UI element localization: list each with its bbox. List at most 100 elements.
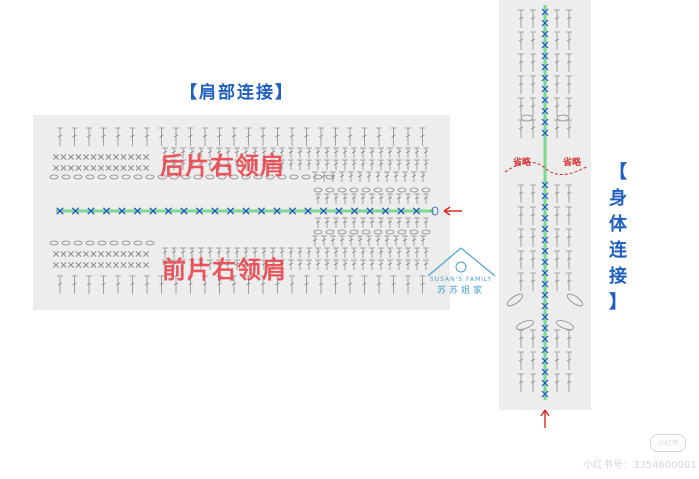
- tall-stitch-icon: [342, 193, 348, 204]
- x-stitch-icon: [83, 251, 89, 257]
- tall-stitch-icon: [375, 235, 381, 246]
- tall-stitch-icon: [312, 235, 318, 246]
- tall-stitch-icon: [243, 147, 249, 158]
- x-stitch-icon: [149, 207, 157, 215]
- x-stitch-icon: [541, 203, 549, 211]
- x-stitch-icon: [83, 165, 89, 171]
- tall-stitch-icon: [554, 119, 560, 138]
- tall-stitch-icon: [216, 247, 222, 258]
- tall-stitch-icon: [234, 159, 240, 170]
- tall-stitch-icon: [530, 228, 536, 247]
- tall-stitch-icon: [279, 147, 285, 158]
- chain-oval-icon: [421, 229, 431, 235]
- tall-stitch-icon: [530, 31, 536, 50]
- x-stitch-icon: [60, 154, 67, 160]
- tall-stitch-icon: [518, 351, 524, 370]
- chain-oval-icon: [313, 187, 323, 193]
- x-stitch-icon: [143, 262, 149, 268]
- tall-stitch-icon: [518, 206, 524, 225]
- tall-stitch-icon: [351, 159, 357, 170]
- tall-stitch-icon: [330, 235, 336, 246]
- x-stitch-icon: [541, 181, 549, 189]
- chain-oval-icon: [325, 187, 335, 193]
- tall-stitch-icon: [387, 159, 393, 170]
- x-stitch-icon: [53, 154, 59, 160]
- body-join-title-char: 【: [609, 162, 627, 183]
- tall-stitch-icon: [361, 275, 368, 294]
- tall-stitch-icon: [423, 159, 429, 170]
- tall-stitch-icon: [288, 247, 294, 258]
- x-stitch-icon: [164, 207, 173, 215]
- tall-stitch-icon: [518, 75, 524, 94]
- chain-oval-icon: [337, 229, 347, 235]
- tall-stitch-icon: [260, 275, 266, 294]
- tall-stitch-icon: [318, 127, 324, 146]
- x-stitch-icon: [87, 207, 95, 215]
- chain-oval-icon: [253, 174, 263, 180]
- chain-oval-icon: [421, 187, 431, 193]
- tall-stitch-icon: [566, 250, 572, 269]
- tall-stitch-icon: [274, 275, 281, 294]
- tall-stitch-icon: [566, 206, 572, 225]
- x-stitch-icon: [53, 262, 59, 268]
- x-stitch-icon: [56, 207, 64, 215]
- tall-stitch-icon: [378, 247, 384, 258]
- tall-stitch-icon: [396, 147, 402, 158]
- tall-stitch-icon: [414, 193, 420, 204]
- tall-stitch-icon: [332, 127, 339, 146]
- x-stitch-icon: [98, 251, 104, 257]
- tall-stitch-icon: [419, 275, 426, 294]
- chain-oval-icon: [241, 174, 251, 180]
- x-stitch-icon: [541, 85, 549, 93]
- tall-stitch-icon: [554, 75, 560, 94]
- x-stitch-icon: [288, 207, 297, 215]
- tall-stitch-icon: [419, 127, 426, 146]
- x-stitch-icon: [226, 207, 235, 215]
- tall-stitch-icon: [189, 259, 195, 270]
- chain-oval-icon: [193, 174, 203, 180]
- x-stitch-icon: [113, 251, 119, 257]
- x-stitch-icon: [60, 165, 67, 171]
- x-stitch-icon: [120, 251, 127, 257]
- tall-stitch-icon: [315, 147, 321, 158]
- tall-stitch-icon: [566, 53, 572, 72]
- chain-oval-icon: [409, 187, 419, 193]
- tall-stitch-icon: [518, 228, 524, 247]
- tall-stitch-icon: [180, 147, 186, 158]
- tall-stitch-icon: [187, 275, 194, 294]
- chain-oval-icon: [97, 240, 107, 246]
- tall-stitch-icon: [274, 127, 281, 146]
- x-stitch-icon: [541, 30, 549, 38]
- tall-stitch-icon: [324, 247, 330, 258]
- tall-stitch-icon: [243, 247, 249, 258]
- tall-stitch-icon: [566, 9, 572, 28]
- chain-oval-icon: [145, 240, 155, 246]
- chain-oval-icon: [61, 174, 71, 180]
- tall-stitch-icon: [270, 147, 276, 158]
- shoulder-join-title: 【肩部连接】: [180, 83, 294, 103]
- tall-stitch-icon: [387, 247, 393, 258]
- tall-stitch-icon: [202, 127, 208, 146]
- tall-stitch-icon: [315, 217, 321, 228]
- x-stitch-icon: [135, 165, 142, 171]
- tall-stitch-icon: [100, 275, 107, 294]
- tall-stitch-icon: [414, 247, 420, 258]
- tall-stitch-icon: [378, 259, 384, 270]
- tall-stitch-icon: [420, 171, 426, 182]
- tall-stitch-icon: [86, 275, 92, 294]
- tall-stitch-icon: [289, 127, 295, 146]
- tall-stitch-icon: [234, 247, 240, 258]
- x-stitch-icon: [135, 262, 142, 268]
- tall-stitch-icon: [351, 217, 357, 228]
- chain-oval-icon: [385, 187, 395, 193]
- tall-stitch-icon: [306, 147, 312, 158]
- tall-stitch-icon: [71, 127, 78, 146]
- tall-stitch-icon: [315, 193, 321, 204]
- leaf-stitch-icon: [506, 293, 524, 307]
- x-stitch-icon: [195, 207, 204, 215]
- tall-stitch-icon: [162, 259, 168, 270]
- tall-stitch-icon: [288, 147, 294, 158]
- tall-stitch-icon: [357, 235, 363, 246]
- chain-oval-icon: [145, 174, 155, 180]
- tall-stitch-icon: [144, 275, 150, 294]
